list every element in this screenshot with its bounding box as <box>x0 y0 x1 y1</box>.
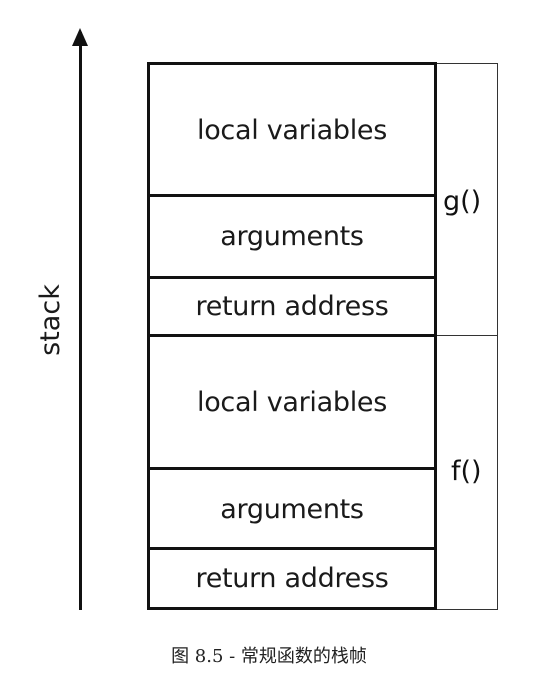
f-return-address-cell: return address <box>195 563 389 594</box>
f-local-variables-cell: local variables <box>197 386 387 418</box>
figure-caption: 图 8.5 - 常规函数的栈帧 <box>171 646 367 667</box>
frame-boundary <box>147 334 437 337</box>
stack-direction-arrow-shaft <box>79 32 82 610</box>
stack-axis-label: stack <box>34 284 66 356</box>
stack-direction-arrowhead <box>72 28 88 46</box>
f-arguments-cell: arguments <box>220 493 364 525</box>
f-function-label: f() <box>451 456 482 487</box>
f-divider-1 <box>147 467 437 470</box>
g-arguments-cell: arguments <box>220 221 364 252</box>
f-frame-bracket <box>437 335 498 610</box>
f-divider-2 <box>147 547 437 550</box>
g-local-variables-cell: local variables <box>197 114 387 146</box>
g-return-address-cell: return address <box>195 291 389 322</box>
g-divider-2 <box>147 276 437 279</box>
g-function-label: g() <box>443 186 482 217</box>
g-divider-1 <box>147 194 437 197</box>
